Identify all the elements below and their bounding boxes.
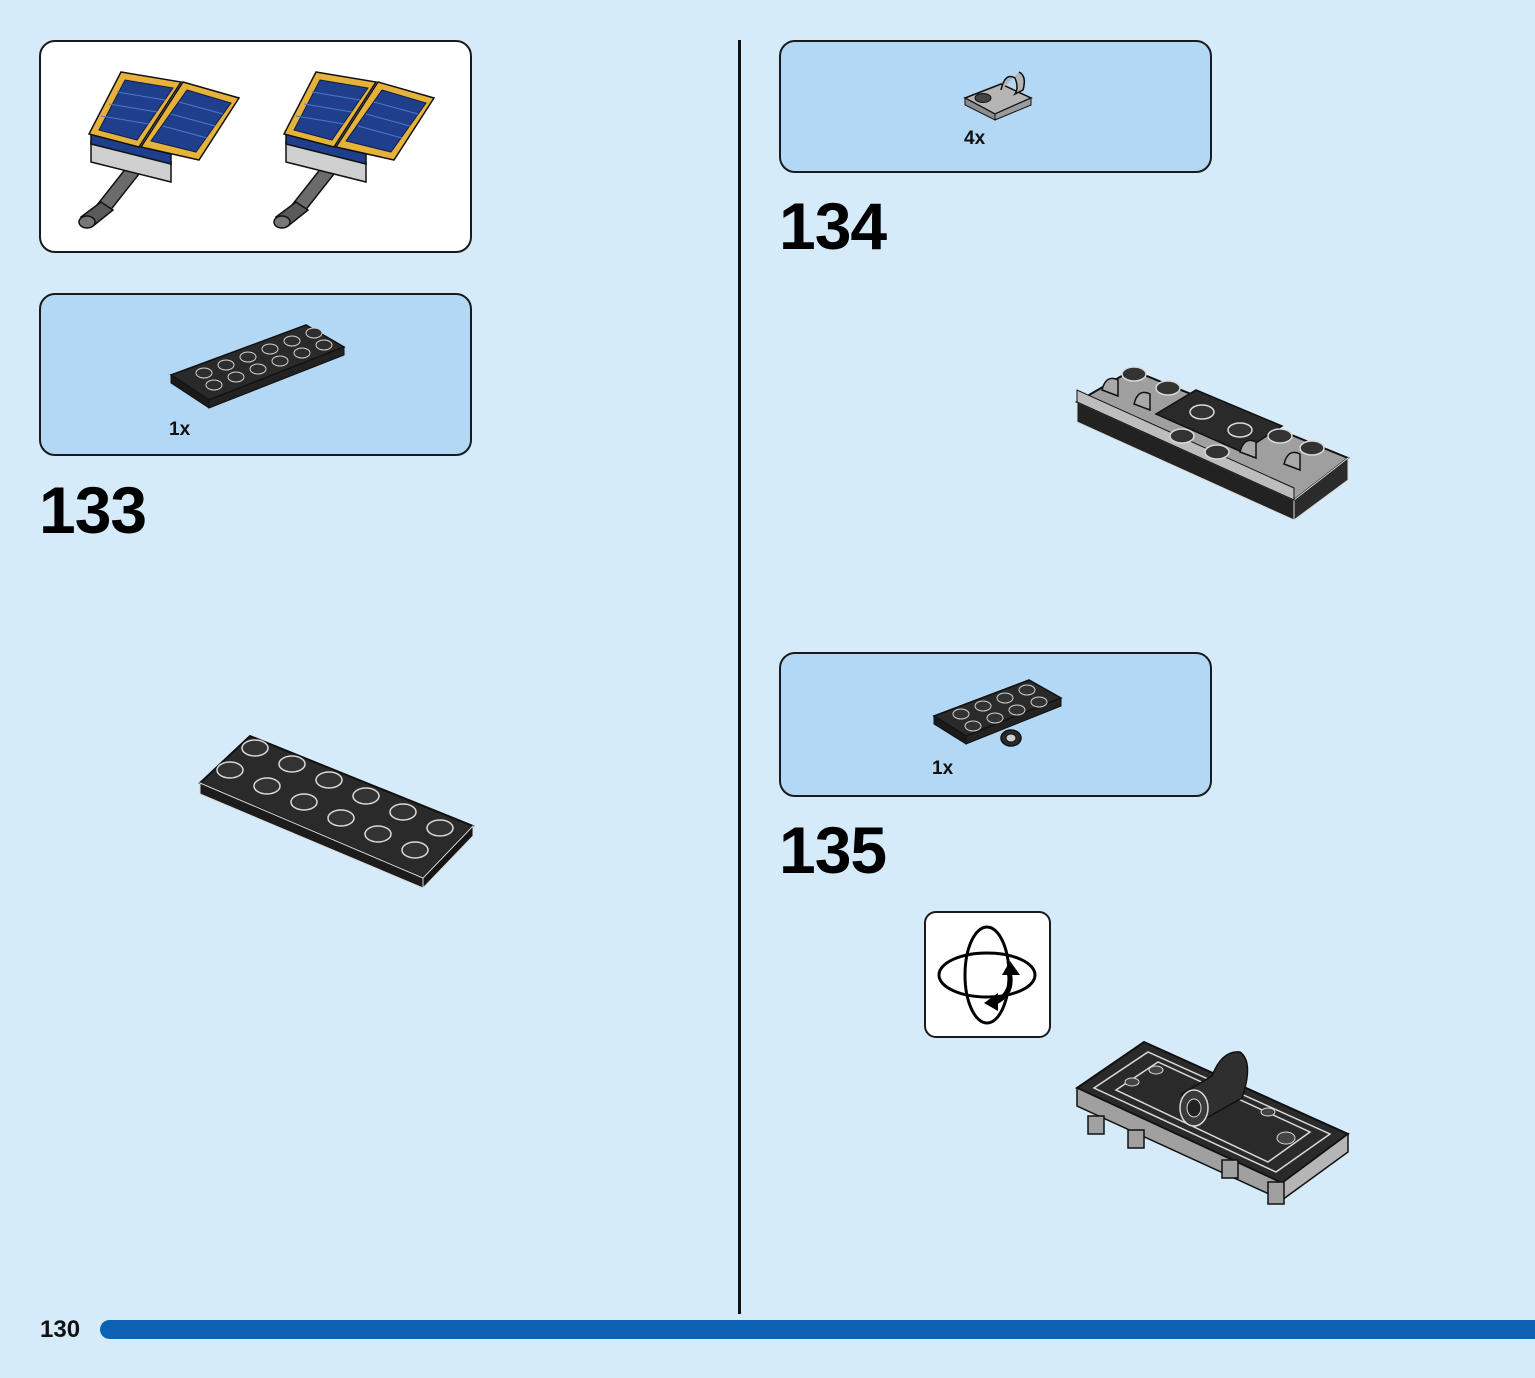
- step-number-135: 135: [779, 813, 887, 887]
- clip-plate-build-icon: [1074, 366, 1350, 521]
- part-quantity: 4x: [964, 128, 986, 149]
- rotate-model-box: [924, 911, 1051, 1038]
- rotate-model-icon: [937, 925, 1037, 1025]
- column-divider: [738, 40, 741, 1314]
- parts-panel-134: 4x: [779, 40, 1212, 173]
- parts-panel-133: 1x: [39, 293, 472, 456]
- parts-panel-135: 1x: [779, 652, 1212, 797]
- black-plate-2x4-with-pin-hole-icon: [932, 679, 1063, 747]
- part-quantity: 1x: [169, 419, 191, 440]
- solar-panel-assembly-icon: [273, 71, 436, 229]
- page-number: 130: [40, 1316, 81, 1343]
- page-progress-bar: [100, 1320, 1535, 1339]
- solar-panel-assembly-icon: [78, 71, 241, 229]
- preview-panel: [39, 40, 472, 253]
- step-number-133: 133: [39, 473, 147, 547]
- black-plate-2x6-icon: [169, 324, 346, 409]
- grey-plate-clip-icon: [963, 71, 1033, 121]
- part-quantity: 1x: [932, 758, 954, 779]
- black-plate-2x6-build-icon: [198, 734, 475, 888]
- flipped-plate-build-icon: [1074, 1040, 1350, 1205]
- step-number-134: 134: [779, 189, 887, 263]
